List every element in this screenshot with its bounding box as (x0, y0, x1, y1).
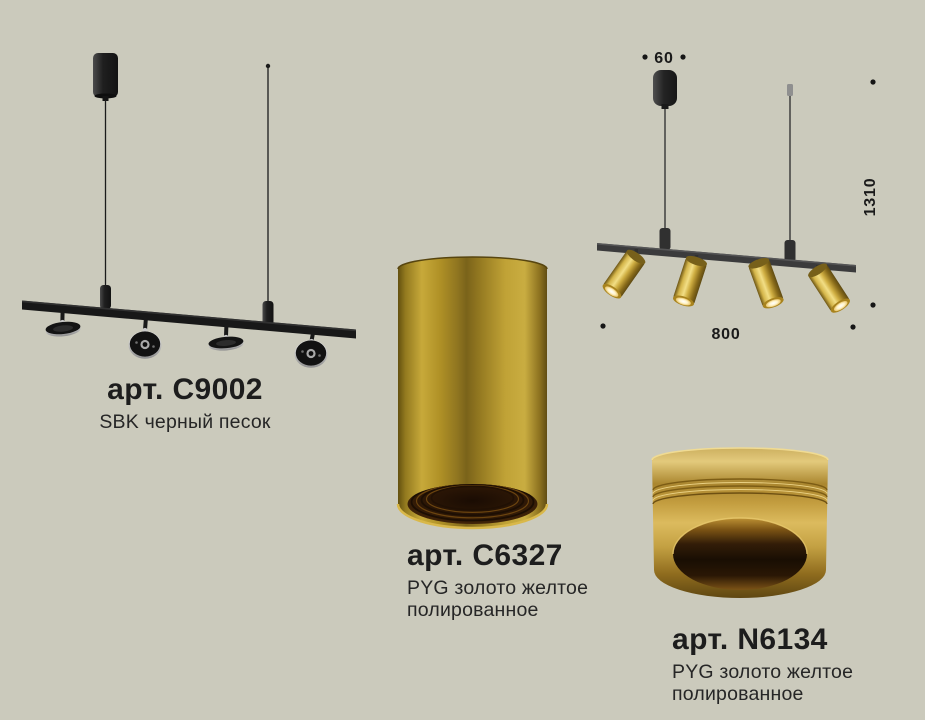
canopy (653, 70, 677, 106)
spot-head-icon (128, 316, 162, 359)
dim-dot (680, 54, 686, 60)
dim-canopy-width: 60 (654, 50, 673, 67)
art-code-label: арт. N6134 (672, 623, 828, 656)
pendant-black-image (22, 53, 356, 368)
art-code-label: арт. C9002 (107, 373, 263, 406)
thread-grooves (410, 484, 535, 522)
spot-head-icon (45, 309, 81, 337)
spot-head-icon (294, 332, 328, 368)
dim-dot (642, 54, 648, 60)
finish-label: полированное (672, 683, 804, 705)
gold-spot-icon (672, 255, 708, 307)
finish-label: PYG золото желтое (407, 577, 589, 599)
gold-spot-icon (602, 249, 646, 299)
gold-cylinder-image (396, 256, 549, 530)
track-bar (22, 300, 356, 339)
dim-dot (850, 324, 856, 330)
dim-dot (870, 302, 876, 308)
finish-label: SBK черный песок (99, 411, 271, 433)
cylinder-opening (407, 484, 538, 524)
ring-opening (673, 518, 807, 590)
product-caption: арт. N6134 PYG золото желтое полированно… (672, 623, 853, 705)
dim-dot (600, 323, 606, 329)
art-code-label: арт. C6327 (407, 539, 563, 572)
spot-head-icon (208, 324, 244, 351)
product-caption: арт. C6327 PYG золото желтое полированно… (407, 539, 588, 621)
dimension-drawing-image: 60 (597, 50, 879, 343)
gold-ring-image (651, 447, 829, 598)
dim-overall-height: 1310 (862, 178, 879, 217)
cylinder-body (398, 257, 547, 528)
product-caption: арт. C9002 SBK черный песок (70, 373, 300, 433)
canopy (93, 53, 118, 97)
gold-spot-icon (748, 257, 784, 309)
gold-spot-icon (808, 263, 850, 313)
finish-label: PYG золото желтое (672, 661, 854, 683)
ring-grooves (652, 478, 828, 505)
dim-bar-length: 800 (711, 326, 740, 343)
track-bar (597, 243, 856, 273)
finish-label: полированное (407, 599, 539, 621)
dim-dot (870, 79, 876, 85)
